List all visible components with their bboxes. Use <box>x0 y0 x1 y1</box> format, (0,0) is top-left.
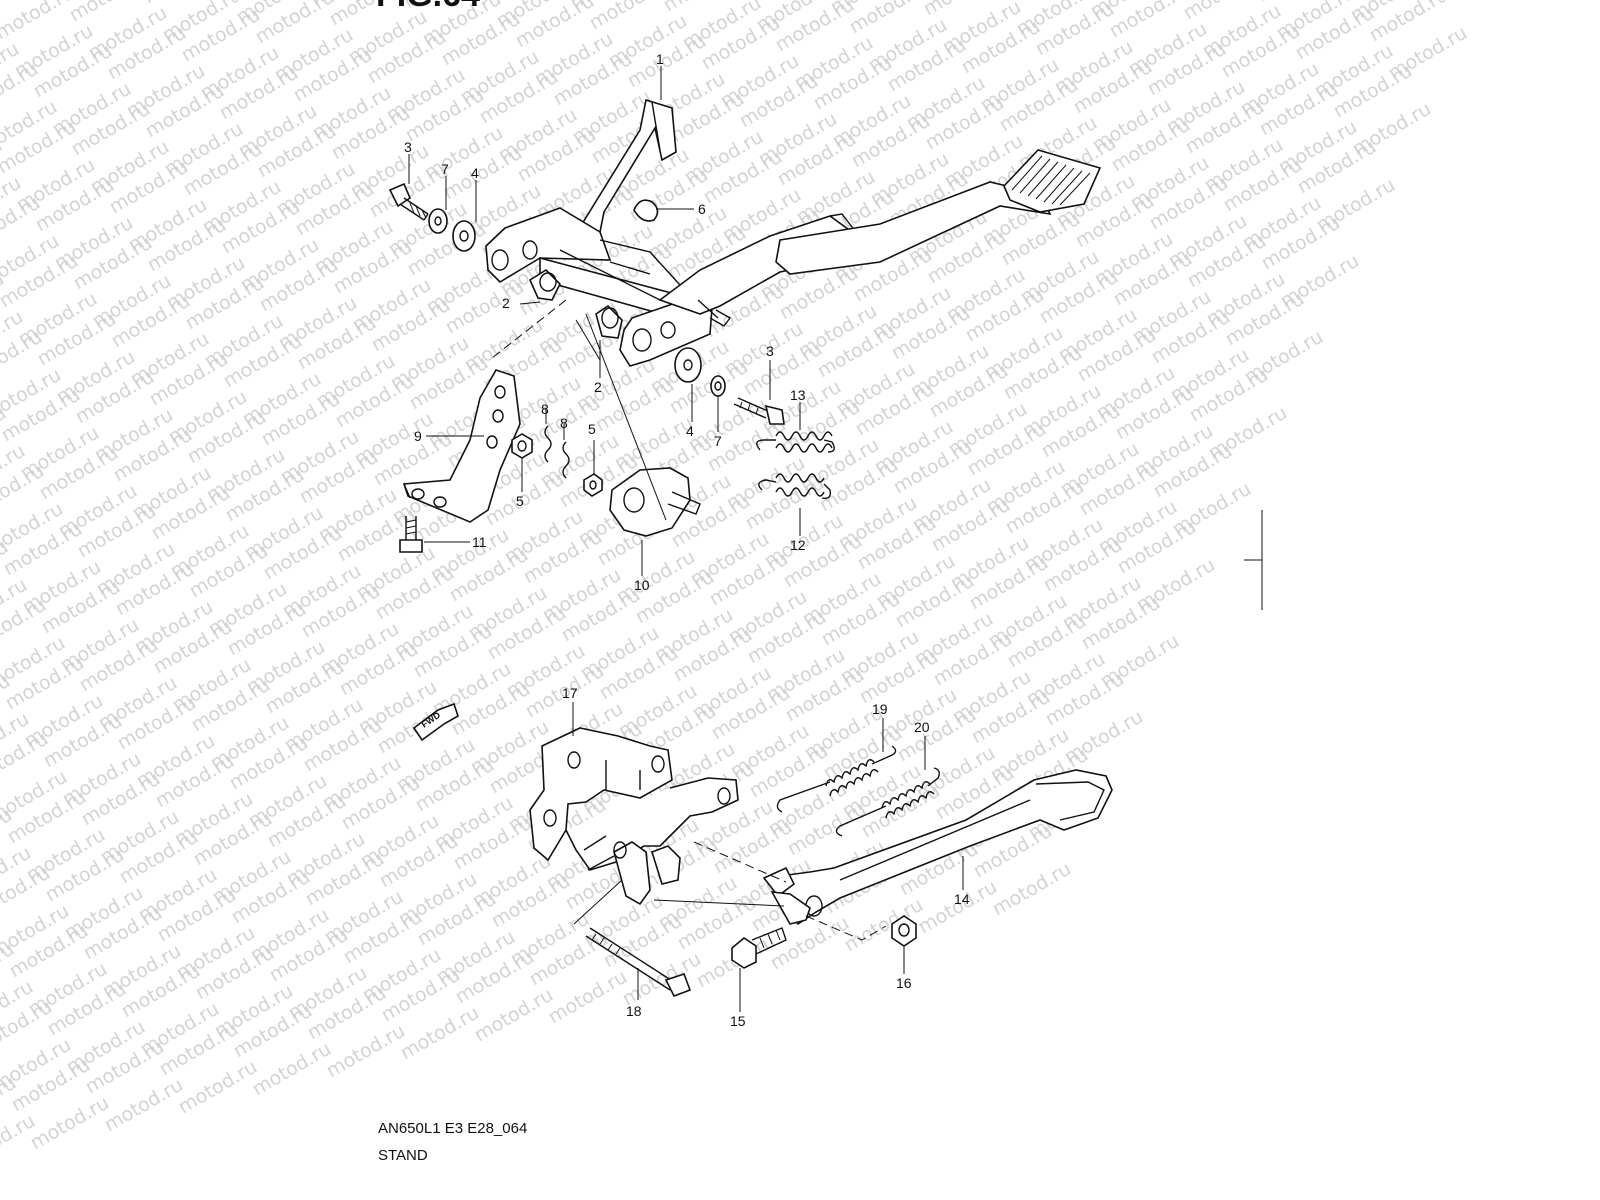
bushing-part-2-left <box>528 268 561 301</box>
callout-17: 17 <box>562 685 578 701</box>
callout-2-upper: 2 <box>502 295 510 311</box>
spring-part-20 <box>835 767 941 837</box>
spring-part-19 <box>776 745 897 813</box>
callout-5-left: 5 <box>516 493 524 509</box>
bracket-part-9 <box>402 369 521 523</box>
callout-20: 20 <box>914 719 930 735</box>
callout-9: 9 <box>414 428 422 444</box>
pivot-bracket-part-10 <box>609 467 701 537</box>
cotter-pin-part-8-right <box>562 441 570 479</box>
callout-7-lower: 7 <box>714 433 722 449</box>
callout-16: 16 <box>896 975 912 991</box>
callout-8-left: 8 <box>541 401 549 417</box>
figure-title: FIG.64 <box>376 0 480 15</box>
spring-part-12 <box>758 473 832 500</box>
callout-3-lower: 3 <box>766 343 774 359</box>
washer-part-4-lower <box>674 347 702 383</box>
bolt-part-3-lower <box>733 397 785 425</box>
callout-13: 13 <box>790 387 806 403</box>
callout-8-right: 8 <box>560 415 568 431</box>
bolt-part-15 <box>731 927 787 969</box>
cotter-pin-part-8-left <box>544 425 552 463</box>
callout-1: 1 <box>656 51 664 67</box>
bracket-part-17 <box>529 727 739 906</box>
callout-3-upper: 3 <box>404 139 412 155</box>
callout-10: 10 <box>634 577 650 593</box>
callout-14: 14 <box>954 891 970 907</box>
margin-tick <box>1244 510 1263 610</box>
leader-lines-top <box>408 66 801 576</box>
callout-19: 19 <box>872 701 888 717</box>
center-stand-part-1 <box>485 98 1102 367</box>
bolt-part-11 <box>399 516 423 553</box>
bolt-part-18 <box>585 927 692 998</box>
washer-part-7-lower <box>710 375 726 397</box>
bolt-part-3-upper <box>388 182 429 221</box>
model-code: AN650L1 E3 E28_064 <box>378 1120 528 1137</box>
callout-labels: 1 2 2 3 3 4 4 5 5 6 7 7 8 8 9 10 11 12 1… <box>404 51 970 1029</box>
bushing-part-2-right <box>595 304 623 339</box>
callout-4-upper: 4 <box>471 165 479 181</box>
washer-part-4-upper <box>452 220 476 252</box>
callout-12: 12 <box>790 537 806 553</box>
leader-lines-bottom <box>572 702 964 1012</box>
side-stand-part-14 <box>762 769 1113 926</box>
callout-18: 18 <box>626 1003 642 1019</box>
callout-15: 15 <box>730 1013 746 1029</box>
cap-part-6 <box>633 199 659 222</box>
callout-5-right: 5 <box>588 421 596 437</box>
callout-6: 6 <box>698 201 706 217</box>
callout-4-lower: 4 <box>686 423 694 439</box>
nut-part-16 <box>891 915 917 947</box>
callout-2-lower: 2 <box>594 379 602 395</box>
washer-part-7-upper <box>428 208 448 234</box>
figure-caption: STAND <box>378 1147 428 1164</box>
callout-11: 11 <box>472 534 487 550</box>
spring-part-13 <box>756 431 835 453</box>
callout-7-upper: 7 <box>441 161 449 177</box>
forward-direction-arrow <box>412 702 459 742</box>
nut-part-5-left <box>511 433 533 459</box>
nut-part-5-right <box>583 473 603 497</box>
